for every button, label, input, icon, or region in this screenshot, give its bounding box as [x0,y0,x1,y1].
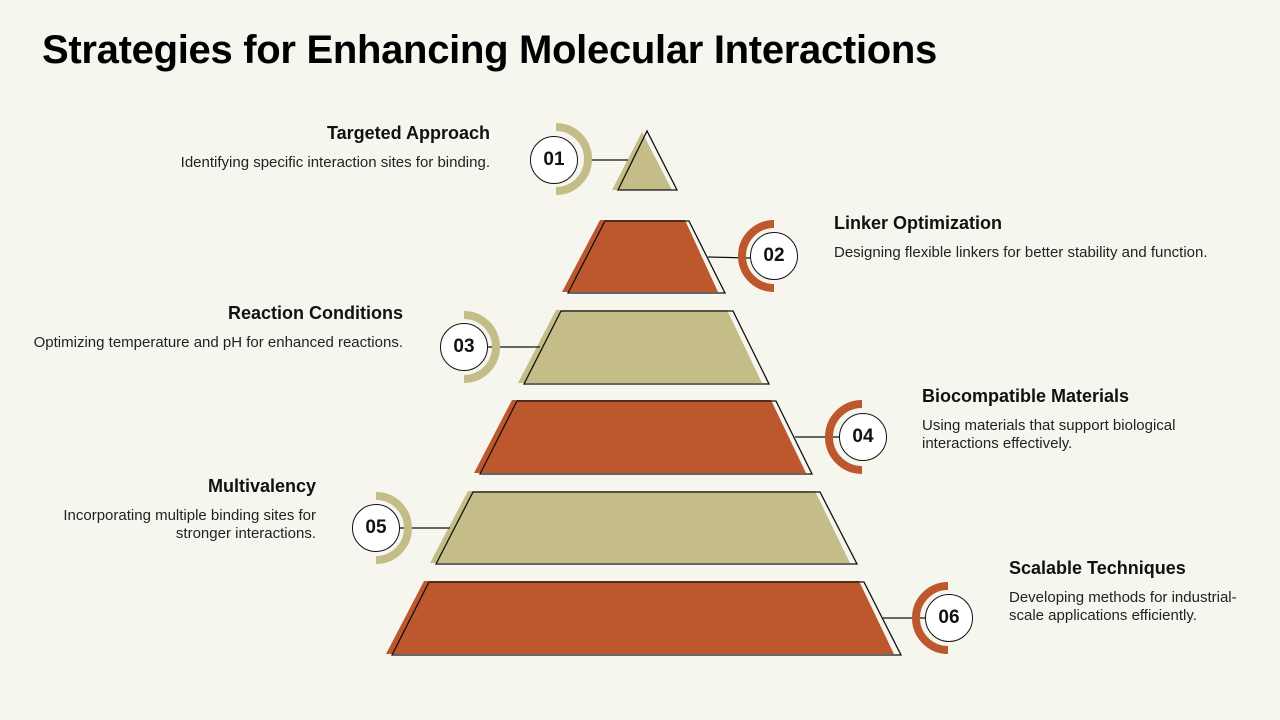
pyramid-level-4 [474,400,863,475]
step-title: Targeted Approach [326,123,490,143]
step-description: Designing flexible linkers for better st… [834,244,1208,261]
step-03-text: Reaction Conditions Optimizing temperatu… [23,303,403,352]
step-04-text: Biocompatible Materials Using materials … [922,386,1232,453]
step-badge-04: 04 [839,413,887,461]
step-description: Developing methods for industrial-scale … [1009,589,1237,624]
step-06-text: Scalable Techniques Developing methods f… [1009,558,1239,625]
pyramid-level-2 [562,220,775,294]
step-05-text: Multivalency Incorporating multiple bind… [16,476,316,543]
page-title: Strategies for Enhancing Molecular Inter… [42,28,937,72]
step-badge-01: 01 [530,136,578,184]
step-title: Biocompatible Materials [922,386,1130,406]
step-description: Identifying specific interaction sites f… [180,154,490,171]
step-title: Scalable Techniques [1009,558,1186,578]
step-description: Using materials that support biological … [922,417,1176,452]
step-02-text: Linker Optimization Designing flexible l… [834,213,1214,262]
step-title: Multivalency [207,476,316,496]
pyramid-level-3 [463,310,771,385]
step-badge-03: 03 [440,323,488,371]
step-badge-05: 05 [352,504,400,552]
pyramid-level-6 [386,581,949,656]
pyramid-level-5 [375,491,859,565]
step-title: Reaction Conditions [228,303,403,323]
step-title: Linker Optimization [834,213,1003,233]
step-description: Incorporating multiple binding sites for… [63,507,316,542]
step-01-text: Targeted Approach Identifying specific i… [90,123,490,172]
pyramid-level-1 [555,123,679,195]
step-badge-06: 06 [925,594,973,642]
step-description: Optimizing temperature and pH for enhanc… [33,334,403,351]
step-badge-02: 02 [750,232,798,280]
